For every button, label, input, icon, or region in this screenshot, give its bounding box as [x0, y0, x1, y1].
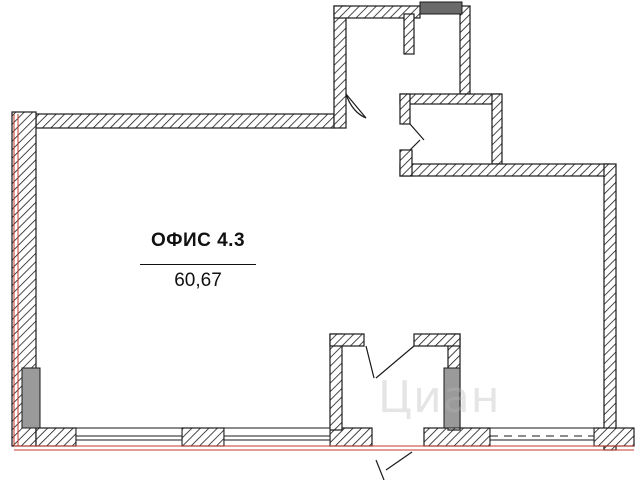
room-title: ОФИС 4.3 [150, 230, 246, 251]
room-label-divider [140, 264, 256, 265]
shaft-block [419, 1, 463, 15]
wall-small-room-left [399, 93, 411, 125]
wall-entry-left-top [329, 333, 365, 347]
wall-top-left [35, 113, 335, 129]
door-leaf-entry-3 [375, 459, 385, 480]
wall-entry-left [329, 333, 343, 431]
wall-entry-right-top [413, 333, 461, 347]
wall-bottom-3 [329, 427, 373, 447]
window-left [13, 114, 19, 446]
wall-shaft-right [459, 5, 471, 95]
door-leaf-vestibule [345, 93, 367, 119]
wall-small-room-top [399, 93, 501, 105]
door-leaf-entry-4 [385, 451, 413, 471]
wall-bottom-1 [35, 427, 77, 447]
watermark: Циан [378, 372, 501, 423]
wall-small-room-right [491, 93, 503, 165]
wall-bottom-2 [181, 427, 225, 447]
room-area: 60,67 [174, 270, 222, 291]
wall-top-right-joint [399, 149, 413, 177]
column-left [21, 367, 41, 429]
door-leaf-small-room-2 [409, 139, 421, 151]
wall-vestibule-left [333, 5, 347, 129]
window-red-line [14, 445, 634, 451]
wall-bottom-5 [593, 427, 635, 447]
door-leaf-small-room [409, 123, 425, 141]
doors [345, 93, 425, 480]
door-leaf-entry-2 [375, 345, 415, 379]
wall-bottom-4 [423, 427, 491, 447]
wall-right [603, 163, 617, 451]
door-swing-vestibule [345, 93, 367, 119]
walls [11, 5, 635, 451]
column-right [443, 367, 461, 429]
door-leaf-entry-1 [365, 345, 375, 379]
wall-top-right [399, 163, 611, 177]
windows-bottom [75, 427, 595, 447]
wall-vestibule-inner [403, 13, 415, 55]
